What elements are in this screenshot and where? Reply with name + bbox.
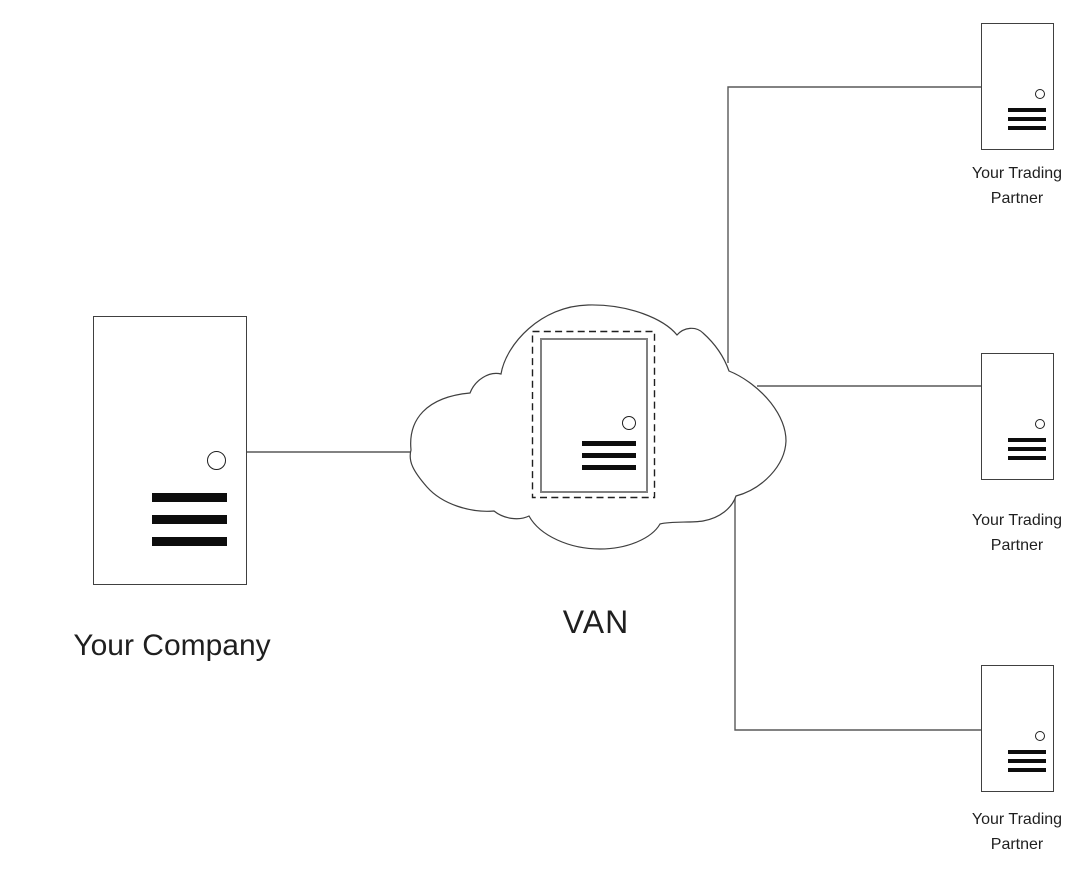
server-vent (1008, 117, 1046, 121)
server-vent (152, 537, 227, 546)
power-button-icon (622, 416, 636, 430)
connector-van-to-partner-1 (727, 86, 981, 363)
power-button-icon (1035, 731, 1045, 741)
partner-label: Your Trading Partner (971, 165, 1063, 207)
power-button-icon (207, 451, 226, 470)
company-label: Your Company (73, 629, 271, 662)
server-vent (1008, 759, 1046, 763)
server-vent (582, 465, 636, 470)
server-vent (582, 441, 636, 446)
server-vent (152, 493, 227, 502)
partner-server-icon (981, 353, 1054, 480)
partner-label: Your Trading Partner (971, 811, 1063, 853)
server-vent (582, 453, 636, 458)
partner-server-icon (981, 665, 1054, 792)
server-vent (1008, 768, 1046, 772)
server-vent (1008, 108, 1046, 112)
server-vent (1008, 750, 1046, 754)
server-vent (1008, 438, 1046, 442)
server-vent (1008, 456, 1046, 460)
power-button-icon (1035, 419, 1045, 429)
server-vent (152, 515, 227, 524)
van-selection-dashed-border (531, 330, 656, 499)
van-server-icon (540, 338, 648, 493)
company-server-icon (93, 316, 247, 585)
server-vent (1008, 126, 1046, 130)
partner-server-icon (981, 23, 1054, 150)
server-vent (1008, 447, 1046, 451)
connector-van-to-partner-3 (734, 498, 981, 731)
partner-label: Your Trading Partner (971, 512, 1063, 554)
power-button-icon (1035, 89, 1045, 99)
van-label: VAN (562, 604, 630, 640)
